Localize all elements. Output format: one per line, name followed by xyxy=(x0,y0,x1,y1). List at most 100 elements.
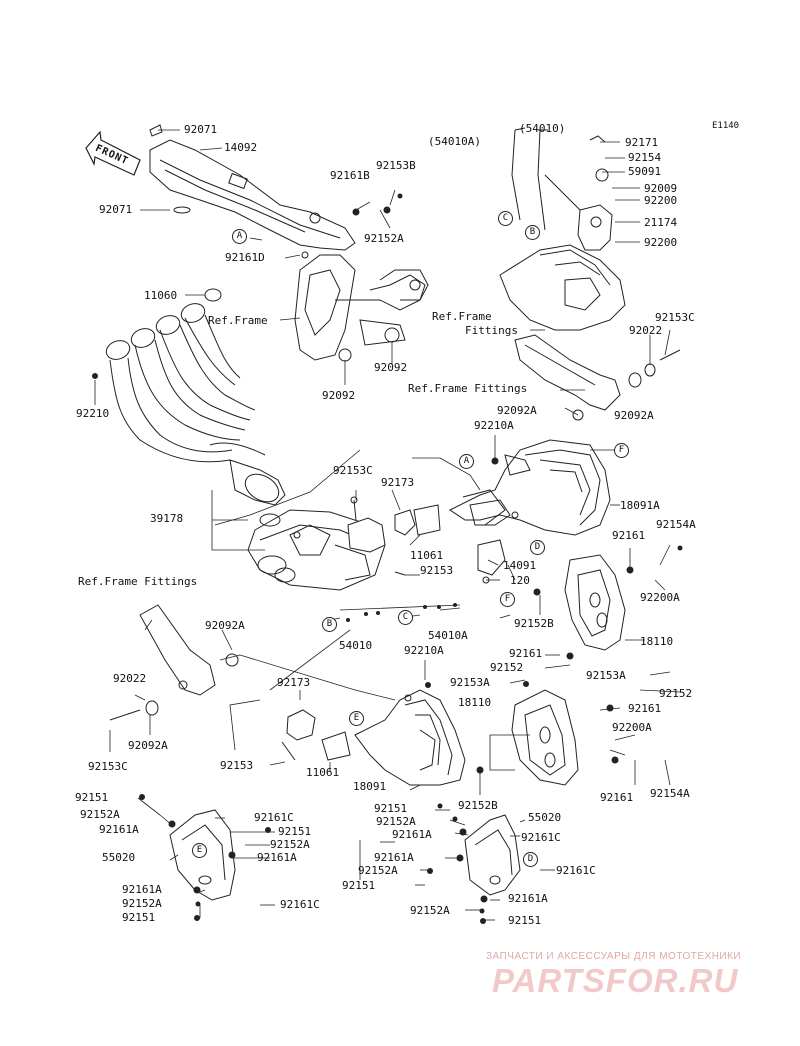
part-label[interactable]: 92153A xyxy=(586,669,626,682)
part-label[interactable]: 92152A xyxy=(358,864,398,877)
part-label[interactable]: 92161A xyxy=(122,883,162,896)
part-label[interactable]: 92161A xyxy=(257,851,297,864)
part-label[interactable]: 92161 xyxy=(600,791,634,804)
part-label[interactable]: 92173 xyxy=(277,676,311,689)
part-label[interactable]: 92152A xyxy=(270,838,310,851)
part-label[interactable]: 92161A xyxy=(374,851,414,864)
part-label[interactable]: 92200 xyxy=(644,194,678,207)
part-label[interactable]: 92173 xyxy=(381,476,415,489)
part-label[interactable]: 92022 xyxy=(113,672,147,685)
ref-label: Fittings xyxy=(465,324,518,337)
part-label[interactable]: (54010A) xyxy=(428,135,481,148)
callout-circle: F xyxy=(500,592,515,607)
part-label[interactable]: 92092A xyxy=(205,619,245,632)
part-label[interactable]: 92151 xyxy=(342,879,376,892)
heat-shield-lower-part xyxy=(511,689,579,786)
ref-label: Ref.Frame Fittings xyxy=(408,382,528,395)
part-label[interactable]: 54010A xyxy=(428,629,468,642)
part-label[interactable]: 92210 xyxy=(76,407,110,420)
part-label[interactable]: 92154 xyxy=(628,151,662,164)
part-label[interactable]: 39178 xyxy=(150,512,184,525)
part-label[interactable]: 92092 xyxy=(374,361,408,374)
part-label[interactable]: 92152A xyxy=(376,815,416,828)
part-label[interactable]: 92210A xyxy=(404,644,444,657)
part-label[interactable]: 55020 xyxy=(102,851,136,864)
part-label[interactable]: 92153C xyxy=(333,464,373,477)
part-label[interactable]: 92071 xyxy=(99,203,133,216)
callout-circle: C xyxy=(398,610,413,625)
part-label[interactable]: 92151 xyxy=(374,802,408,815)
callout-circle: A xyxy=(232,229,247,244)
part-label[interactable]: 92151 xyxy=(278,825,312,838)
part-label[interactable]: 92161A xyxy=(392,828,432,841)
part-label[interactable]: 92152A xyxy=(122,897,162,910)
part-label[interactable]: 92152 xyxy=(659,687,693,700)
part-label[interactable]: 92210A xyxy=(474,419,514,432)
part-label[interactable]: 59091 xyxy=(628,165,662,178)
part-label[interactable]: 92153C xyxy=(88,760,128,773)
part-label[interactable]: 120 xyxy=(510,574,530,587)
part-label[interactable]: 92152 xyxy=(490,661,524,674)
part-label[interactable]: 18091 xyxy=(353,780,387,793)
part-label[interactable]: 11061 xyxy=(410,549,444,562)
part-label[interactable]: 92200A xyxy=(612,721,652,734)
ref-label: Ref.Frame xyxy=(208,314,268,327)
part-label[interactable]: 92153 xyxy=(420,564,454,577)
callout-circle: E xyxy=(349,711,364,726)
part-label[interactable]: 92151 xyxy=(508,914,542,927)
part-label[interactable]: 92161A xyxy=(99,823,139,836)
part-label[interactable]: 92092A xyxy=(614,409,654,422)
part-label[interactable]: 92154A xyxy=(656,518,696,531)
part-label[interactable]: 92152B xyxy=(514,617,554,630)
part-label[interactable]: 21174 xyxy=(644,216,678,229)
part-label[interactable]: 92161 xyxy=(612,529,646,542)
part-label[interactable]: 92152A xyxy=(364,232,404,245)
fasteners xyxy=(92,193,683,924)
part-label[interactable]: 92022 xyxy=(629,324,663,337)
part-label[interactable]: 92092A xyxy=(497,404,537,417)
part-label[interactable]: 14092 xyxy=(224,141,258,154)
part-label[interactable]: 92092 xyxy=(322,389,356,402)
part-label[interactable]: 92153B xyxy=(376,159,416,172)
part-label[interactable]: 55020 xyxy=(528,811,562,824)
callout-circle: B xyxy=(525,225,540,240)
part-label[interactable]: 11060 xyxy=(144,289,178,302)
part-label[interactable]: 18091A xyxy=(620,499,660,512)
part-label[interactable]: 92161 xyxy=(509,647,543,660)
part-label[interactable]: 92009 xyxy=(644,182,678,195)
part-label[interactable]: 92200A xyxy=(640,591,680,604)
part-label[interactable]: 92161 xyxy=(628,702,662,715)
part-label[interactable]: 92161C xyxy=(254,811,294,824)
part-label[interactable]: 18110 xyxy=(640,635,674,648)
part-label[interactable]: 54010 xyxy=(339,639,373,652)
part-label[interactable]: 92161C xyxy=(556,864,596,877)
part-label[interactable]: 92161D xyxy=(225,251,265,264)
part-label[interactable]: 18110 xyxy=(458,696,492,709)
part-label[interactable]: 92161B xyxy=(330,169,370,182)
part-label[interactable]: 92151 xyxy=(75,791,109,804)
part-label[interactable]: 92153A xyxy=(450,676,490,689)
frame-bracket-part xyxy=(294,251,429,362)
part-label[interactable]: 92161A xyxy=(508,892,548,905)
exhaust-header-part xyxy=(105,288,286,506)
part-label[interactable]: 92152B xyxy=(458,799,498,812)
part-label[interactable]: 92154A xyxy=(650,787,690,800)
part-label[interactable]: 92092A xyxy=(128,739,168,752)
tray-part xyxy=(499,127,626,331)
part-label[interactable]: 92151 xyxy=(122,911,156,924)
part-label[interactable]: (54010) xyxy=(519,122,566,135)
part-label[interactable]: 92153 xyxy=(220,759,254,772)
part-label[interactable]: 92153C xyxy=(655,311,695,324)
part-label[interactable]: 92161C xyxy=(521,831,561,844)
part-label[interactable]: 92171 xyxy=(625,136,659,149)
part-label[interactable]: 92071 xyxy=(184,123,218,136)
part-label[interactable]: 92152A xyxy=(410,904,450,917)
part-label[interactable]: 11061 xyxy=(306,766,340,779)
part-label[interactable]: 14091 xyxy=(503,559,537,572)
part-label[interactable]: 92200 xyxy=(644,236,678,249)
part-label[interactable]: 92152A xyxy=(80,808,120,821)
footpeg-bracket-part xyxy=(109,604,239,721)
part-label[interactable]: 92161C xyxy=(280,898,320,911)
